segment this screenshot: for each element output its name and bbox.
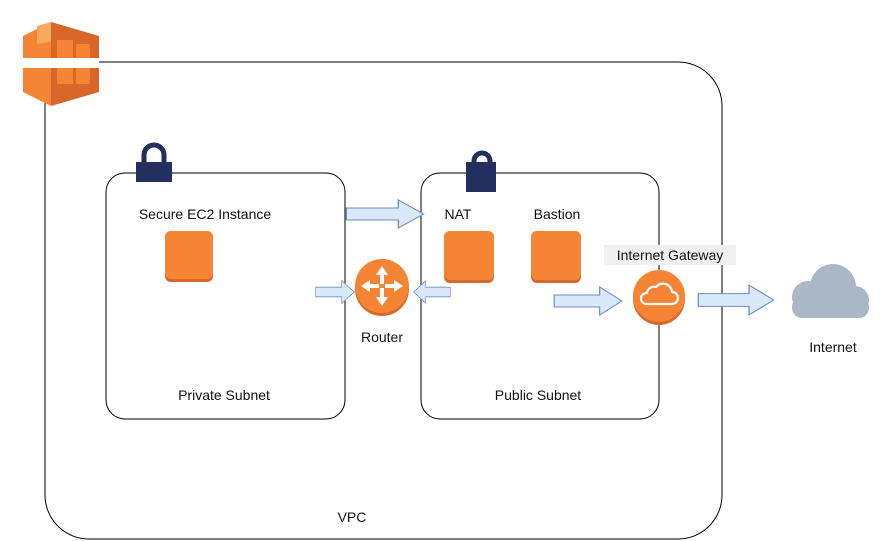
lock-icon: [466, 150, 496, 192]
vpc-label: VPC: [338, 509, 367, 525]
secure-ec2-instance-label: Secure EC2 Instance: [139, 206, 272, 222]
bastion-instance-icon: [531, 231, 581, 283]
public-subnet: Public Subnet NAT Bastion: [420, 172, 660, 420]
internet-label: Internet: [809, 339, 857, 355]
cloud-icon: [792, 264, 869, 318]
private-subnet-label: Private Subnet: [178, 387, 270, 403]
lock-icon: [136, 142, 172, 182]
nat-label: NAT: [445, 206, 472, 222]
internet-gateway-label: Internet Gateway: [617, 247, 724, 263]
aws-vpc-logo-icon: [22, 22, 99, 106]
bastion-label: Bastion: [534, 206, 581, 222]
nat-instance-icon: [444, 231, 494, 283]
internet-gateway-label-bg: [604, 245, 736, 265]
router-icon: [355, 259, 409, 316]
ec2-instance-icon: [165, 231, 213, 282]
router-label: Router: [361, 329, 403, 345]
internet-gateway-icon: [633, 270, 685, 325]
public-subnet-label: Public Subnet: [495, 387, 582, 403]
private-subnet: Private Subnet Secure EC2 Instance: [105, 172, 346, 420]
